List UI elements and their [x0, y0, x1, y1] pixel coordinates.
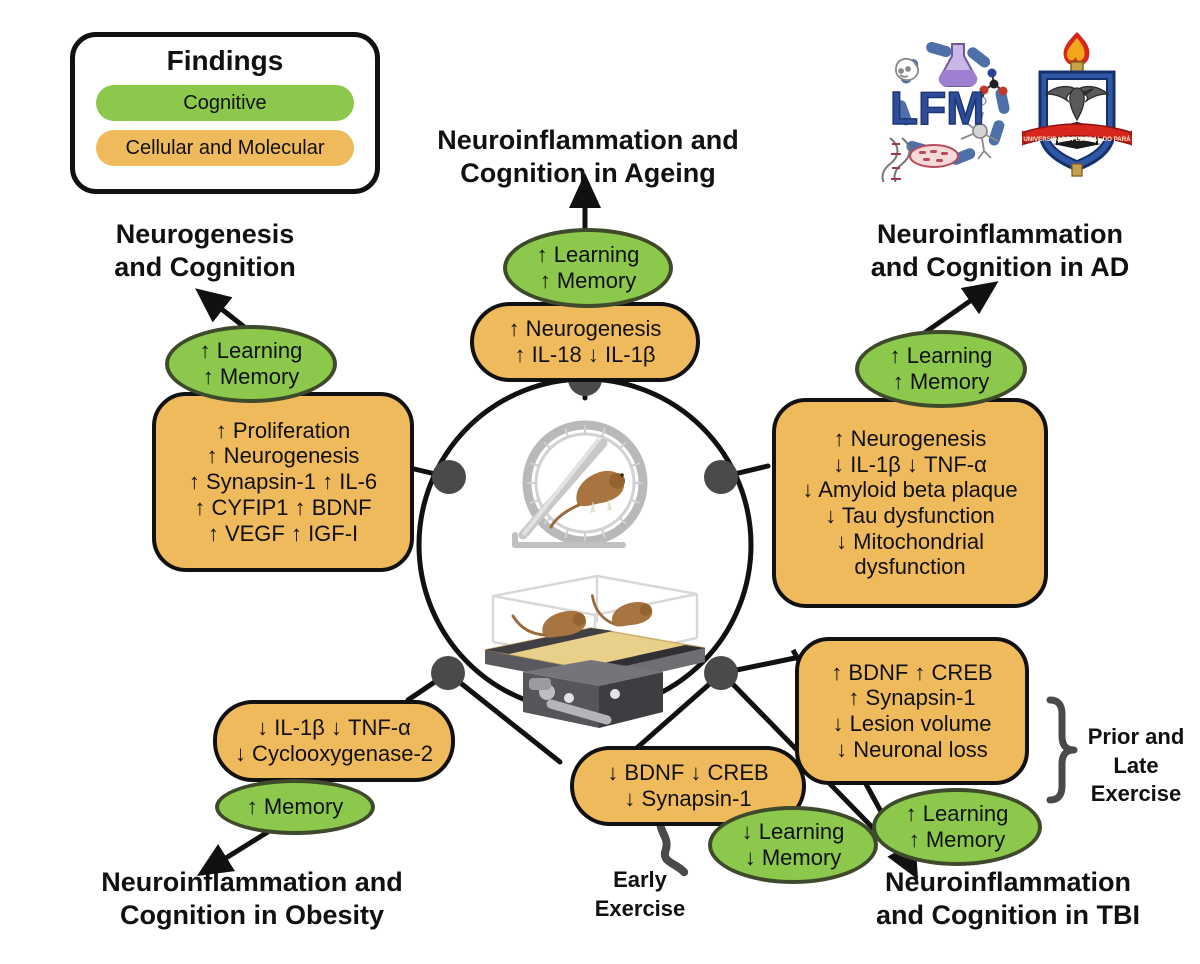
page-title-ageing: Neuroinflammation and Cognition in Agein… [437, 125, 739, 188]
ufpa-crest: UNIVERSIDADE FEDERAL DO PARÁ [1022, 32, 1132, 177]
finding-line: ↑ Learning [536, 242, 640, 268]
finding-line: ↑ VEGF ↑ IGF-I [207, 520, 359, 546]
legend-title: Findings [166, 45, 284, 76]
label-early-exercise: Early Exercise [594, 867, 686, 921]
finding-line: ↓ Neuronal loss [836, 736, 988, 762]
box-tbi-early-cognitive: ↓ Learning ↓ Memory [708, 806, 878, 884]
legend-item-molecular: Cellular and Molecular [96, 130, 354, 166]
finding-line: ↑ BDNF ↑ CREB [831, 659, 993, 685]
box-ageing-cognitive: ↑ Learning ↑ Memory [503, 228, 673, 308]
box-tbi-late-cognitive: ↑ Learning ↑ Memory [872, 788, 1042, 866]
page-title-obesity: Neuroinflammation and Cognition in Obesi… [101, 867, 403, 930]
node-neurogenesis [432, 460, 466, 494]
finding-line: ↑ Synapsin-1 [848, 685, 976, 711]
finding-line: ↑ Memory [892, 369, 990, 394]
box-neurogenesis-cognitive: ↑ Learning ↑ Memory [165, 325, 337, 403]
page-title-neurogenesis: Neurogenesis and Cognition [114, 219, 296, 282]
svg-text:LFM: LFM [890, 82, 985, 134]
finding-line: ↓ IL-1β ↓ TNF-α [257, 715, 411, 741]
finding-line: ↓ BDNF ↓ CREB [607, 760, 769, 786]
box-ad-molecular: ↑ Neurogenesis ↓ IL-1β ↓ TNF-α ↓ Amyloid… [772, 398, 1048, 608]
finding-line: ↑ Memory [539, 268, 637, 293]
finding-line: ↑ Synapsin-1 ↑ IL-6 [188, 469, 378, 495]
finding-line: ↑ Memory [246, 794, 344, 820]
finding-line: ↑ Neurogenesis [833, 425, 987, 451]
box-tbi-late-molecular: ↑ BDNF ↑ CREB ↑ Synapsin-1 ↓ Lesion volu… [795, 637, 1029, 785]
box-tbi-early-molecular: ↓ BDNF ↓ CREB ↓ Synapsin-1 [570, 746, 806, 826]
page-title-tbi: Neuroinflammation and Cognition in TBI [876, 867, 1140, 930]
finding-line: ↑ Learning [905, 801, 1009, 827]
finding-line: ↑ CYFIP1 ↑ BDNF [194, 494, 372, 520]
finding-line: dysfunction [854, 554, 966, 580]
label-prior-late-exercise: Prior and Late Exercise [1087, 724, 1185, 807]
finding-line: ↓ Learning [741, 819, 845, 845]
finding-line: ↑ Learning [199, 338, 303, 364]
early-exercise-squiggle [656, 812, 689, 877]
box-obesity-molecular: ↓ IL-1β ↓ TNF-α ↓ Cyclooxygenase-2 [213, 700, 455, 782]
finding-line: ↑ IL-18 ↓ IL-1β [514, 342, 656, 367]
finding-line: ↑ Memory [202, 364, 300, 389]
box-obesity-cognitive: ↑ Memory [215, 779, 375, 835]
running-wheel-with-mouse [512, 420, 648, 548]
svg-text:UNIVERSIDADE FEDERAL DO PARÁ: UNIVERSIDADE FEDERAL DO PARÁ [1023, 136, 1131, 143]
prior-late-exercise-brace [1046, 696, 1078, 804]
page-title-ad: Neuroinflammation and Cognition in AD [870, 219, 1130, 282]
finding-line: ↑ Proliferation [215, 417, 351, 443]
finding-line: ↓ Cyclooxygenase-2 [234, 741, 434, 766]
box-ageing-molecular: ↑ Neurogenesis ↑ IL-18 ↓ IL-1β [470, 302, 700, 382]
finding-line: ↓ Mitochondrial [836, 528, 984, 554]
legend-findings: Findings Cognitive Cellular and Molecula… [70, 32, 380, 194]
finding-line: ↓ Amyloid beta plaque [802, 477, 1018, 503]
legend-item-molecular-label: Cellular and Molecular [125, 136, 325, 159]
legend-item-cognitive-label: Cognitive [183, 91, 267, 114]
finding-line: ↑ Learning [889, 343, 993, 369]
finding-line: ↓ Synapsin-1 [624, 786, 752, 811]
node-obesity [431, 656, 465, 690]
lfm-logo: LFM [881, 41, 1010, 182]
box-ad-cognitive: ↑ Learning ↑ Memory [855, 330, 1027, 408]
finding-line: ↓ Lesion volume [832, 711, 992, 736]
legend-item-cognitive: Cognitive [96, 85, 354, 121]
node-ad [704, 460, 738, 494]
finding-line: ↓ IL-1β ↓ TNF-α [833, 451, 987, 477]
node-tbi [704, 656, 738, 690]
finding-line: ↑ Neurogenesis [508, 316, 662, 342]
finding-line: ↑ Neurogenesis [206, 443, 360, 469]
box-neurogenesis-molecular: ↑ Proliferation ↑ Neurogenesis ↑ Synapsi… [152, 392, 414, 572]
finding-line: ↓ Tau dysfunction [825, 503, 995, 528]
finding-line: ↓ Memory [744, 845, 842, 870]
treadmill-with-mice [484, 574, 706, 728]
finding-line: ↑ Memory [908, 827, 1006, 852]
